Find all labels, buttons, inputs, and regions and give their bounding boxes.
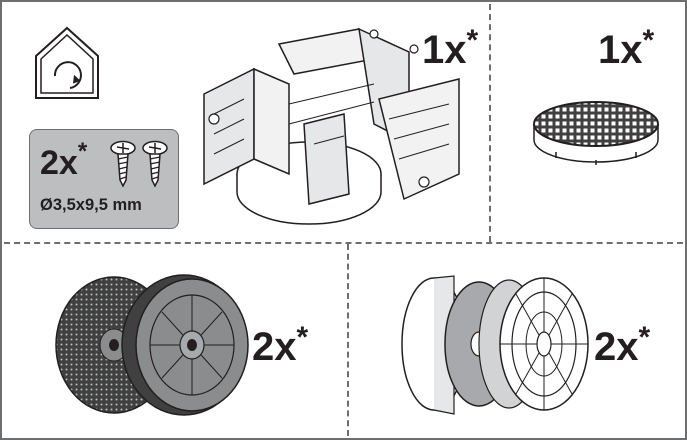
grille-illustration: [533, 101, 659, 165]
dashed-divider-top: [489, 4, 491, 242]
dashed-divider-bottom: [347, 244, 349, 436]
screw-icon: [110, 140, 136, 188]
recirculation-house-icon: [35, 26, 99, 99]
carbon-filter-round-illustration: [55, 274, 249, 416]
adapter-quantity: 1x*: [422, 24, 479, 72]
screws-panel: 2x* Ø3,5x9,5 mm: [29, 129, 179, 229]
screws-quantity: 2x*: [40, 138, 88, 182]
carbon-filter-long-life-quantity: 2x*: [594, 321, 651, 369]
adapter-illustration: [203, 27, 460, 225]
carbon-filter-long-life-illustration: [401, 275, 589, 415]
screw-icon: [142, 140, 168, 188]
carbon-filter-round-quantity: 2x*: [252, 321, 309, 369]
grille-quantity: 1x*: [598, 24, 655, 72]
screws-dimension: Ø3,5x9,5 mm: [40, 196, 142, 214]
dashed-divider-horizontal: [4, 242, 683, 244]
